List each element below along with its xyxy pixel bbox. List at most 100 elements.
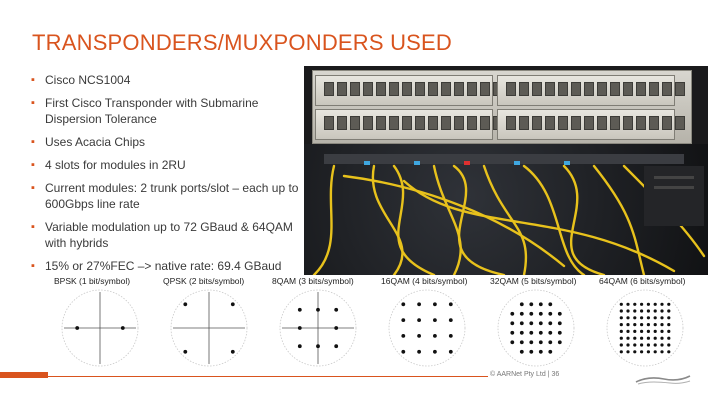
constellation-point <box>529 311 534 316</box>
constellation-point <box>548 311 553 316</box>
constellation-point <box>653 343 657 347</box>
constellation-point <box>183 349 188 354</box>
bullet-marker-icon: ▪ <box>31 221 35 233</box>
constellation-point <box>519 349 524 354</box>
slide-title: TRANSPONDERS/MUXPONDERS USED <box>32 30 452 55</box>
bullet-text: Variable modulation up to 72 GBaud & 64Q… <box>45 220 293 250</box>
constellation-point <box>538 311 543 316</box>
constellation-point <box>653 336 657 340</box>
bullet-text: Current modules: 2 trunk ports/slot – ea… <box>45 181 299 211</box>
constellation-plot <box>497 289 575 367</box>
constellation-point <box>557 330 562 335</box>
constellation-point <box>646 316 650 320</box>
constellation-point <box>633 336 637 340</box>
constellation-point <box>646 336 650 340</box>
constellation-point <box>448 334 453 338</box>
constellation-label: BPSK (1 bit/symbol) <box>54 276 131 286</box>
constellation-point <box>640 329 644 333</box>
bullet-list: ▪ Cisco NCS1004 ▪ First Cisco Transponder … <box>30 72 300 281</box>
bullet-marker-icon: ▪ <box>31 97 35 109</box>
constellation-point <box>120 326 125 330</box>
constellation-label: 64QAM (6 bits/symbol) <box>599 276 686 286</box>
bullet-item: ▪ Cisco NCS1004 <box>30 72 300 88</box>
constellation-point <box>653 323 657 327</box>
constellation-point <box>334 307 339 312</box>
constellation-point <box>640 316 644 320</box>
bullet-text: Uses Acacia Chips <box>45 135 146 149</box>
constellation-point <box>619 343 623 347</box>
constellation-point <box>417 349 421 354</box>
constellation-point <box>548 321 553 326</box>
constellation-point <box>401 349 406 354</box>
constellation-point <box>519 321 524 326</box>
constellation-point <box>640 343 644 347</box>
constellation-point <box>619 309 623 313</box>
constellation-point <box>529 302 534 307</box>
constellation-boundary <box>388 289 466 367</box>
modulation-constellations: BPSK (1 bit/symbol) QPSK (2 bits/symbol) 8… <box>52 276 708 372</box>
constellation-point <box>401 318 406 322</box>
constellation-point <box>548 330 553 335</box>
bullet-item: ▪ Variable modulation up to 72 GBaud & 64… <box>30 219 300 251</box>
bullet-text: 4 slots for modules in 2RU <box>45 158 186 172</box>
bullet-marker-icon: ▪ <box>31 74 35 86</box>
constellation-point <box>297 326 302 330</box>
constellation-point <box>529 321 534 326</box>
constellation-point <box>640 309 644 313</box>
constellation-point <box>660 316 664 320</box>
constellation-point <box>519 302 524 307</box>
bullet-marker-icon: ▪ <box>31 182 35 194</box>
bullet-marker-icon: ▪ <box>31 159 35 171</box>
constellation-point <box>640 323 644 327</box>
constellation-plot <box>279 289 357 367</box>
constellation-point <box>401 302 406 307</box>
constellation-point <box>633 350 637 354</box>
constellation-point <box>519 340 524 345</box>
constellation-point <box>417 318 421 322</box>
constellation-label: QPSK (2 bits/symbol) <box>163 276 245 286</box>
constellation-point <box>626 309 630 313</box>
bullet-text: First Cisco Transponder with Submarine D… <box>45 96 259 126</box>
footer-copyright: © AARNet Pty Ltd | 36 <box>490 371 560 378</box>
constellation-point <box>529 330 534 335</box>
constellation-point <box>640 336 644 340</box>
constellation-point <box>401 334 406 338</box>
constellation-point <box>633 309 637 313</box>
constellation-label: 32QAM (5 bits/symbol) <box>490 276 577 286</box>
constellation-point <box>510 330 515 335</box>
constellation-point <box>640 302 644 306</box>
constellation-point <box>626 302 630 306</box>
constellation-boundary <box>606 289 684 367</box>
bullet-text: Cisco NCS1004 <box>45 73 131 87</box>
constellation-point <box>660 343 664 347</box>
constellation-point <box>646 329 650 333</box>
constellation-point <box>667 323 671 327</box>
constellation-point <box>653 329 657 333</box>
constellation-label: 16QAM (4 bits/symbol) <box>381 276 468 286</box>
constellation-point <box>538 340 543 345</box>
constellation-point <box>316 344 320 349</box>
constellation-point <box>660 329 664 333</box>
constellation-plot <box>606 289 684 367</box>
constellation-point <box>433 302 437 307</box>
constellation-point <box>667 309 671 313</box>
constellation-point <box>619 350 623 354</box>
constellation-point <box>626 316 630 320</box>
constellation-point <box>667 302 671 306</box>
constellation-point <box>510 311 515 316</box>
constellation-point <box>538 349 543 354</box>
constellation-point <box>619 329 623 333</box>
constellation-point <box>230 302 235 307</box>
constellation-point <box>619 336 623 340</box>
bullet-marker-icon: ▪ <box>31 260 35 272</box>
constellation-plot <box>61 289 139 367</box>
bullet-text: 15% or 27%FEC –> native rate: 69.4 GBaud <box>45 259 282 273</box>
constellation-point <box>619 323 623 327</box>
constellation-point <box>538 302 543 307</box>
constellation-point <box>519 330 524 335</box>
constellation-point <box>633 302 637 306</box>
constellation-boundary <box>170 289 248 367</box>
constellation-label: 8QAM (3 bits/symbol) <box>272 276 354 286</box>
constellation-point <box>646 323 650 327</box>
constellation-point <box>316 307 320 312</box>
